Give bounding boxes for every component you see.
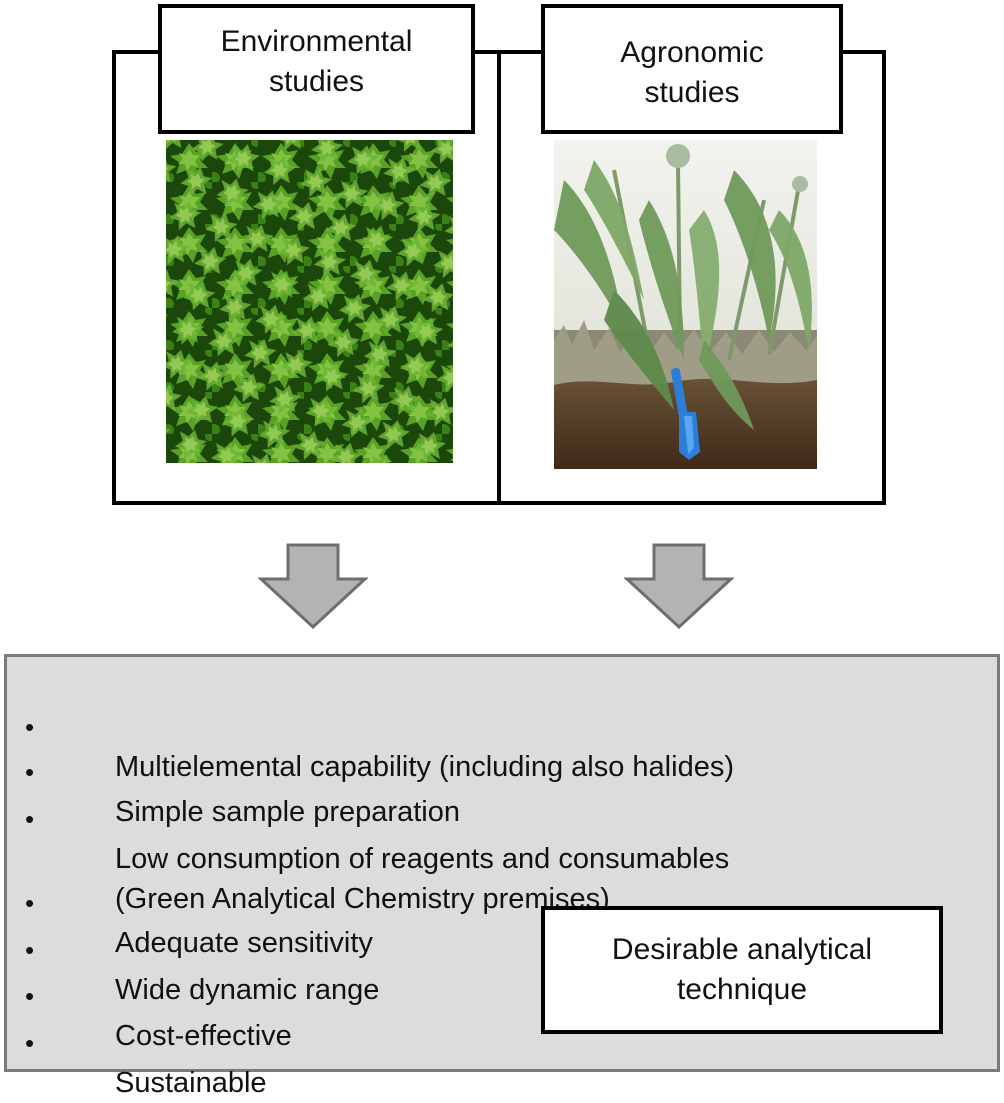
requirement-text: Cost-effective <box>115 1020 292 1052</box>
bullet: • <box>25 804 35 834</box>
bullet: • <box>25 935 35 965</box>
agronomic-studies-title: Agronomic studies <box>541 4 843 134</box>
bullet: • <box>25 712 35 742</box>
bullet: • <box>25 1028 35 1058</box>
moss-foliage-photo <box>166 140 453 463</box>
requirement-text: Sustainable <box>115 1067 267 1099</box>
requirement-text: Simple sample preparation <box>115 796 460 828</box>
poppy-plants-with-trowel-photo <box>554 140 817 469</box>
bullet: • <box>25 888 35 918</box>
requirement-text: Multielemental capability (including als… <box>115 751 734 783</box>
bullet: • <box>25 981 35 1011</box>
desirable-technique-label: Desirable analytical technique <box>541 906 943 1034</box>
bullet: • <box>25 757 35 787</box>
requirement-text: Low consumption of reagents and consumab… <box>115 843 730 915</box>
requirement-text: Wide dynamic range <box>115 974 380 1006</box>
requirement-text: Adequate sensitivity <box>115 927 373 959</box>
environmental-studies-title: Environmental studies <box>158 4 475 134</box>
down-arrow-icon <box>623 543 735 634</box>
down-arrow-icon <box>257 543 369 634</box>
